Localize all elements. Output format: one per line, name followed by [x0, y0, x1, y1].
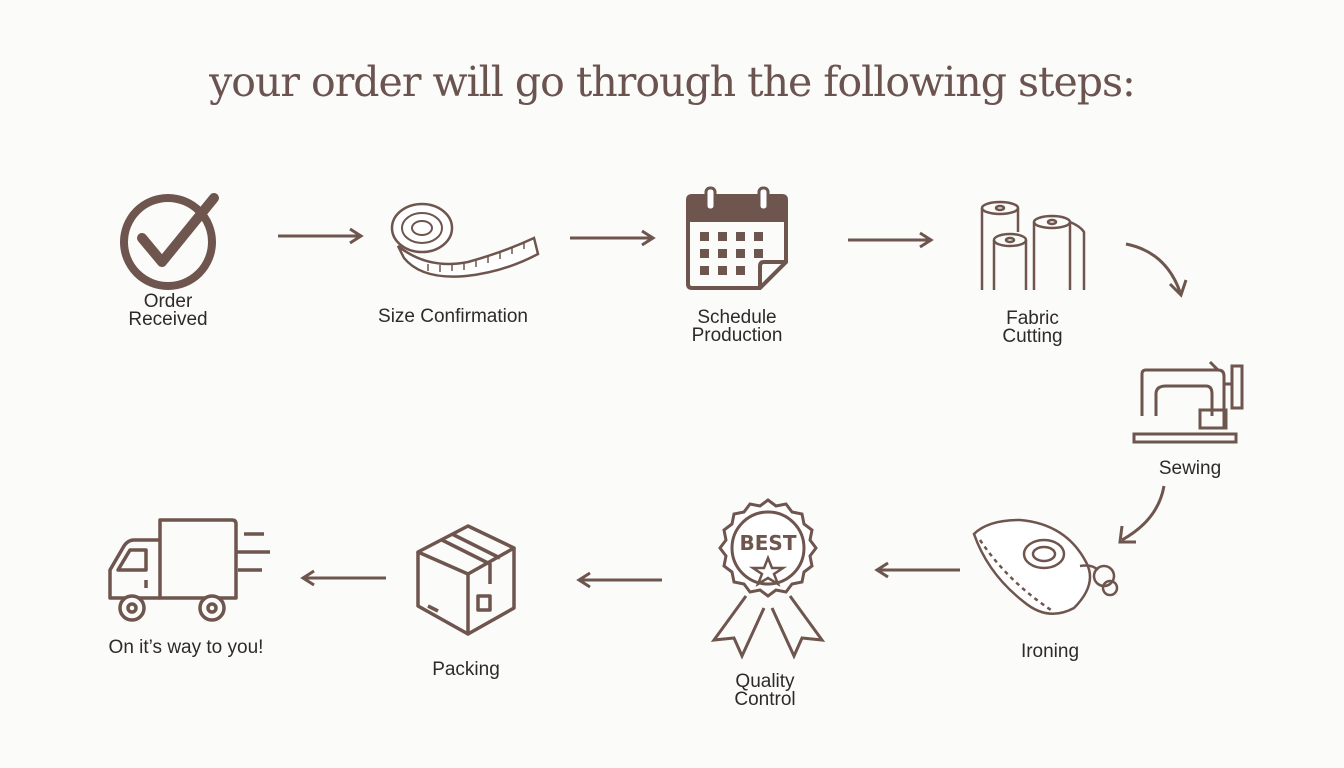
fabric-rolls-icon — [980, 200, 1086, 290]
box-icon — [416, 524, 516, 636]
step-label-ironing: Ironing — [1020, 641, 1080, 662]
calendar-icon — [686, 186, 788, 290]
arrow-right-icon — [848, 231, 934, 249]
arrow-left-icon — [300, 569, 386, 587]
step-label-sewing: Sewing — [1158, 458, 1222, 479]
measuring-tape-icon — [390, 202, 540, 278]
step-label-size-confirmation: Size Confirmation — [378, 306, 528, 327]
check-circle-icon — [120, 193, 219, 290]
step-label-on-its-way: On it’s way to you! — [108, 637, 264, 658]
arrow-left-icon — [576, 571, 662, 589]
step-label-packing: Packing — [432, 659, 500, 680]
page-title: your order will go through the following… — [209, 58, 1136, 106]
step-label-quality-control: Quality Control — [734, 671, 796, 710]
arrow-left-icon — [874, 561, 960, 579]
sewing-machine-icon — [1132, 360, 1244, 444]
step-label-schedule-production: Schedule Production — [691, 307, 783, 346]
arrow-right-icon — [570, 229, 656, 247]
step-label-order-received: Order Received — [128, 291, 208, 330]
delivery-truck-icon — [108, 518, 270, 622]
step-label-fabric-cutting: Fabric Cutting — [1002, 308, 1063, 347]
iron-icon — [972, 518, 1119, 615]
arrow-curved-down-left-icon — [1118, 485, 1166, 544]
arrow-curved-down-icon — [1125, 242, 1188, 298]
svg-text:BEST: BEST — [740, 531, 797, 555]
best-ribbon-badge-icon: BEST — [710, 498, 826, 660]
arrow-right-icon — [278, 227, 364, 245]
